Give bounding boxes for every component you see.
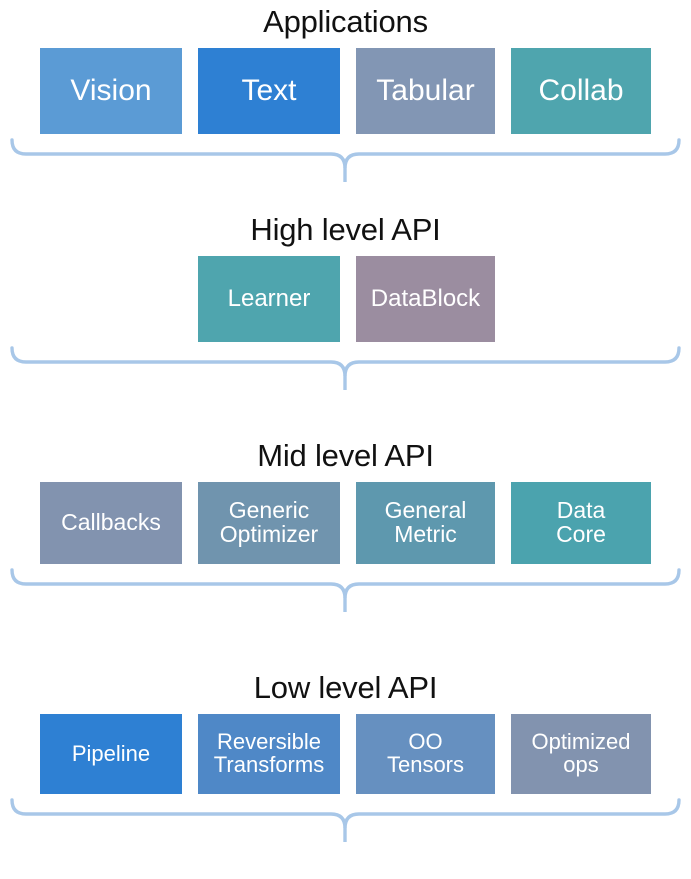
brace-high-level-api: [10, 346, 681, 390]
layer-title-applications: Applications: [263, 4, 428, 39]
node-row-high-level-api: Learner DataBlock: [0, 256, 691, 342]
node-collab[interactable]: Collab: [511, 48, 651, 134]
node-label: Pipeline: [71, 740, 151, 766]
layer-title-mid-level-api: Mid level API: [257, 438, 434, 473]
layer-title-low-level-api: Low level API: [253, 670, 438, 705]
node-datablock[interactable]: DataBlock: [356, 256, 495, 342]
node-callbacks[interactable]: Callbacks: [40, 482, 182, 564]
node-label: Callbacks: [61, 509, 161, 536]
brace-low-level-api: [10, 798, 681, 842]
node-text[interactable]: Text: [198, 48, 340, 134]
node-row-applications: Vision Text Tabular Collab: [0, 48, 691, 134]
node-label: Tabular: [376, 74, 475, 108]
node-pipeline[interactable]: Pipeline: [40, 714, 182, 794]
brace-applications: [10, 138, 681, 182]
node-tabular[interactable]: Tabular: [356, 48, 495, 134]
node-label: Text: [241, 74, 297, 108]
layer-high-level-api: High level API Learner DataBlock: [0, 214, 691, 390]
node-label: Learner: [227, 284, 311, 312]
layer-applications: Applications Vision Text Tabular Collab: [0, 6, 691, 182]
node-label: DataBlock: [370, 284, 481, 312]
node-learner[interactable]: Learner: [198, 256, 340, 342]
node-label: Collab: [538, 74, 624, 108]
node-label: Vision: [70, 74, 152, 108]
node-vision[interactable]: Vision: [40, 48, 182, 134]
layer-title-high-level-api: High level API: [250, 212, 441, 247]
brace-mid-level-api: [10, 568, 681, 612]
